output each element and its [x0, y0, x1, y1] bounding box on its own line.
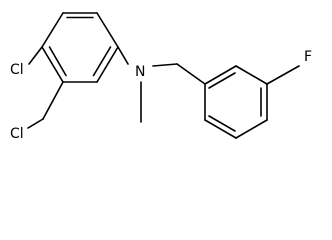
ring-bond-lower-left-inner: [48, 46, 67, 77]
ring-to-ch2-bond: [42, 81, 64, 120]
nitrogen-label: N: [135, 64, 145, 80]
ring-chlorine-label: Cl: [10, 62, 24, 78]
right-ring-bond-bottom-left: [204, 119, 237, 139]
structure-diagram: Cl Cl N F: [10, 12, 312, 142]
benzyl-ch2-to-ring-bond: [176, 63, 206, 85]
ring-bond-lower-right: [96, 46, 119, 83]
n-to-ch2-bond: [152, 63, 178, 67]
ch2-to-cl-bond: [27, 118, 44, 129]
left-aromatic-ring: [41, 12, 119, 83]
ring-bond-lower-left: [41, 46, 64, 83]
ring-bond-upper-right: [96, 12, 119, 48]
ring-to-n-bond: [117, 46, 129, 65]
right-aromatic-ring: [204, 65, 268, 139]
fluorine-label: F: [304, 49, 312, 65]
right-ring-bond-top-right: [235, 65, 268, 85]
ring-bond-upper-left: [41, 12, 64, 48]
right-ring-bond-bottom-left-inner: [208, 115, 236, 132]
ring-bond-lower-right-inner: [92, 46, 112, 77]
ring-cl-bond: [28, 46, 43, 65]
right-ring-bond-bottom-right: [235, 119, 268, 139]
right-ring-bond-left-upper: [204, 65, 237, 85]
ring-to-f-bond: [266, 65, 300, 85]
methyl-chlorine-label: Cl: [10, 126, 24, 142]
right-ring-bond-left-upper-inner: [208, 72, 236, 89]
molecule-canvas: Cl Cl N F: [10, 12, 313, 142]
